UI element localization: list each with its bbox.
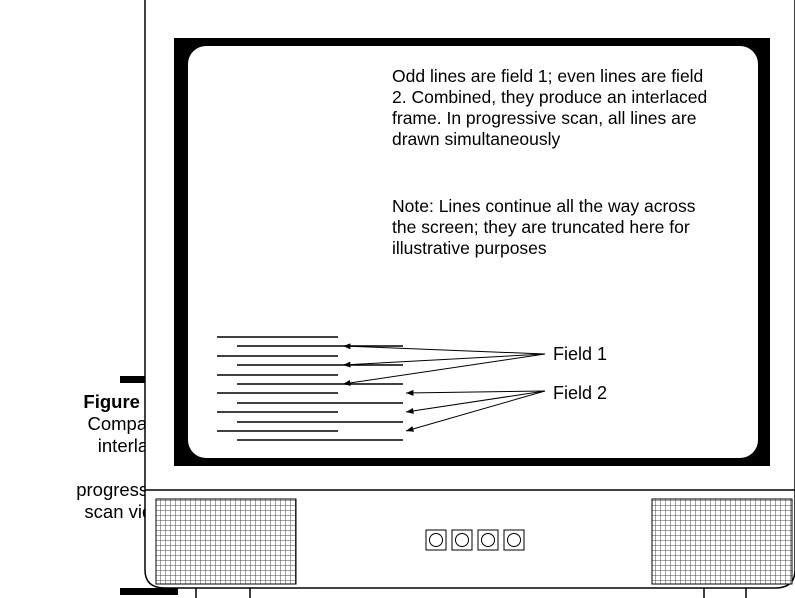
- field-arrow: [405, 390, 546, 413]
- note-line: the screen; they are truncated here for: [392, 217, 690, 237]
- explanation-line: drawn simultaneously: [392, 129, 561, 149]
- field-arrow: [342, 353, 546, 366]
- field-arrow: [405, 390, 546, 432]
- note-line: Note: Lines continue all the way across: [392, 196, 696, 216]
- scan-lines: [217, 336, 403, 441]
- explanation-line: 2. Combined, they produce an interlaced: [392, 87, 708, 107]
- note-line: illustrative purposes: [392, 238, 547, 258]
- explanation-line: Odd lines are field 1; even lines are fi…: [392, 66, 704, 86]
- explanation-line: frame. In progressive scan, all lines ar…: [392, 108, 697, 128]
- arrowhead: [343, 379, 351, 386]
- arrowhead: [406, 389, 414, 396]
- right-speaker-grille: [651, 498, 793, 585]
- screen: [188, 46, 758, 458]
- field-arrow: [342, 353, 546, 385]
- arrowhead: [343, 343, 351, 350]
- field-1-label: Field 1: [553, 344, 608, 364]
- note-text: Note: Lines continue all the way across …: [392, 196, 752, 259]
- arrowhead: [406, 407, 414, 414]
- control-buttons: [425, 529, 525, 551]
- arrowhead: [406, 426, 414, 432]
- field-arrow: [342, 345, 546, 355]
- scan-explanation: Odd lines are field 1; even lines are fi…: [392, 66, 752, 150]
- field-arrow: [405, 390, 546, 394]
- caption-rule-bottom: [120, 588, 178, 595]
- field-arrows: [342, 343, 546, 432]
- control-knob-icon: [481, 533, 495, 547]
- field-2-label: Field 2: [553, 383, 608, 403]
- control-knob-icon: [507, 533, 521, 547]
- arrowhead: [343, 361, 351, 368]
- control-knob-icon: [429, 533, 443, 547]
- control-knob-icon: [455, 533, 469, 547]
- left-speaker-grille: [155, 498, 297, 585]
